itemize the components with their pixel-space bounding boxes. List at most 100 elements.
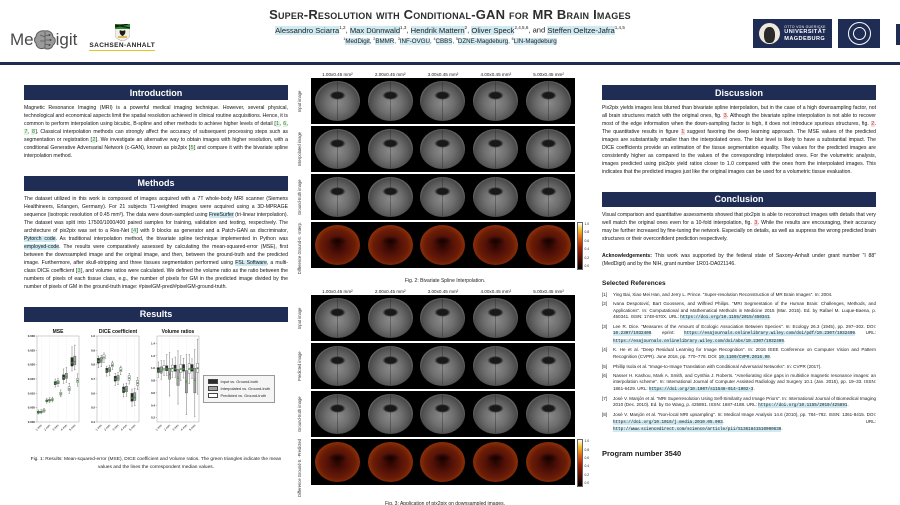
affiliation-name[interactable]: LIN-Magdeburg: [513, 37, 557, 45]
university-seal-logo: [838, 19, 880, 48]
reference-body: José V. Manjón et al. “MRI Superresoluti…: [613, 396, 876, 410]
image-cell: [469, 174, 522, 220]
brain-slice-image: [473, 298, 519, 339]
brain-slice-image: [367, 346, 413, 387]
affiliation-name[interactable]: BMMR: [375, 37, 395, 45]
row-label: Interpolated image: [297, 132, 302, 166]
reference-url[interactable]: 10.2307/1932409: [613, 331, 652, 337]
author-name[interactable]: Hendrik Mattern: [410, 25, 465, 35]
reference-url[interactable]: https://doi.org/10.1155/2010/425891: [758, 403, 848, 409]
sachsen-anhalt-label: SACHSEN-ANHALT: [89, 42, 156, 51]
reference-item: [8] José V. Manjón et al. “Non-local MRI …: [602, 412, 876, 433]
svg-text:0.5: 0.5: [91, 405, 95, 409]
author-name[interactable]: Max Dünnwald: [349, 25, 401, 35]
plain-text: suggest favoring the deep learning appro…: [602, 128, 877, 175]
resolution-label: 4.00x0.45 mm²: [480, 289, 512, 295]
reference-url[interactable]: https://doi.org/10.1007/s11548-014-1002-…: [648, 386, 754, 392]
legend-entry: Predicted vs. Ground-truth: [208, 392, 270, 399]
legend-label: Input vs. Ground-truth: [220, 379, 259, 385]
svg-text:4 mm: 4 mm: [120, 423, 129, 432]
brain-slice-image: [473, 129, 519, 169]
author-separator: ,: [406, 25, 411, 35]
image-cell: [311, 391, 364, 437]
svg-text:0.7: 0.7: [91, 377, 95, 381]
affiliation-separator: ,: [369, 37, 374, 45]
author-separator: ,: [467, 25, 472, 35]
brain-slice-image: [314, 81, 360, 121]
svg-text:1.2: 1.2: [151, 354, 155, 358]
plain-text: (tri-linear interpolation). The dataset …: [24, 211, 288, 234]
affiliation-superscript: 1: [343, 37, 345, 41]
brain-slice-image: [314, 394, 360, 435]
hyperlink-text[interactable]: FreeSurfer: [209, 211, 234, 218]
bold-label: Acknowledgements:: [602, 252, 652, 259]
affiliation-name[interactable]: DZNE-Magdeburg: [457, 37, 509, 45]
affiliation-name[interactable]: INF-OVGU: [399, 37, 431, 45]
affiliation-name[interactable]: CBBS: [435, 37, 453, 45]
authors-line: Alessandro Sciarra1,2, Max Dünnwald1,3, …: [178, 25, 722, 35]
svg-text:1 mm: 1 mm: [95, 423, 104, 432]
methods-text: The dataset utilized in this work is com…: [24, 196, 288, 292]
image-strip: [311, 391, 575, 438]
reference-url[interactable]: https://esajournals.onlinelibrary.wiley.…: [613, 338, 784, 344]
reference-text: . eprint:: [651, 330, 685, 336]
svg-text:Volume ratios: Volume ratios: [162, 329, 195, 335]
legend-entry: Input vs. Ground-truth: [208, 378, 270, 385]
author-superscript: 2: [464, 25, 468, 30]
reference-text: . URL:: [722, 418, 876, 424]
affiliations-line: 1MedDigit, 2BMMR, 3INF-OVGU, 4CBBS, 5DZN…: [178, 37, 722, 45]
author-name[interactable]: Oliver Speck: [471, 25, 515, 35]
colorbar-zone: [575, 295, 590, 341]
svg-text:MSE: MSE: [53, 329, 65, 335]
reference-url[interactable]: https://doi.org/10.1155/2015/450341: [680, 315, 770, 321]
introduction-text: Magnetic Resonance Imaging (MRI) is a po…: [24, 105, 288, 161]
section-header-discussion: Discussion: [602, 85, 876, 100]
affiliation-name[interactable]: MedDigit: [345, 37, 370, 45]
image-cell: [417, 78, 470, 124]
reference-item: [4]K. He et al. “Deep Residual Learning …: [602, 347, 876, 361]
reference-url[interactable]: https://esajournals.onlinelibrary.wiley.…: [684, 331, 855, 337]
reference-body: Ivana Despotović, Bart Goossens, and Wil…: [613, 301, 876, 321]
colorbar: [577, 439, 583, 488]
colorbar-zone: [575, 174, 590, 220]
svg-text:0.9: 0.9: [91, 348, 95, 352]
guericke-portrait-icon: [759, 23, 781, 44]
colorbar-tick: 0.0: [584, 263, 590, 268]
brain-slice-image: [526, 81, 572, 121]
author-name[interactable]: Steffen Oeltze-Jafra: [547, 25, 615, 35]
svg-text:0.2: 0.2: [151, 415, 155, 419]
hyperlink-text[interactable]: FSL Software: [235, 259, 267, 266]
plain-text: ]. Classical interpolation methods can s…: [24, 128, 288, 143]
difference-map-image: [367, 225, 413, 265]
plain-text: Pix2pix yields images less blurred than …: [602, 105, 876, 119]
affiliation-separator: ,: [394, 37, 398, 45]
plain-text: . Although the bivariate spline interpol…: [602, 112, 876, 127]
reference-url[interactable]: 10.1109/CVPR.2016.90: [718, 354, 770, 360]
reference-body: Ying Bai, Xiao Mei Han, and Jerry L. Pri…: [613, 292, 832, 299]
reference-text: Nasser H. Kashou, Mark A. Smith, and Cyn…: [613, 372, 876, 391]
poster-header: Me igit SACHSEN-ANHALT: [0, 0, 900, 62]
image-strip: [311, 295, 575, 342]
reference-url[interactable]: http://www.sciencedirect.com/science/art…: [613, 426, 782, 432]
image-cell: [364, 295, 417, 341]
colorbar-tick: 0.2: [584, 472, 590, 477]
figure-row: Interpolated image: [297, 126, 592, 172]
affiliation-superscript: 2: [373, 37, 375, 41]
reference-url[interactable]: https://doi.org/10.1016/j.media.2010.05.…: [613, 419, 723, 425]
hyperlink-text[interactable]: employed-code: [24, 243, 60, 250]
image-cell: [311, 343, 364, 389]
reference-number: [4]: [602, 347, 608, 353]
svg-text:0.6: 0.6: [151, 391, 155, 395]
hyperlink-text[interactable]: Pytorch code: [24, 235, 56, 242]
author-name[interactable]: Alessandro Sciarra: [275, 25, 340, 35]
reference-body: José V. Manjón et al. “Non-local MRI ups…: [613, 412, 876, 433]
image-cell: [417, 174, 470, 220]
reference-number: [8]: [602, 412, 608, 418]
image-cell: [311, 174, 364, 220]
difference-map-image: [526, 442, 572, 483]
brain-slice-image: [420, 129, 466, 169]
